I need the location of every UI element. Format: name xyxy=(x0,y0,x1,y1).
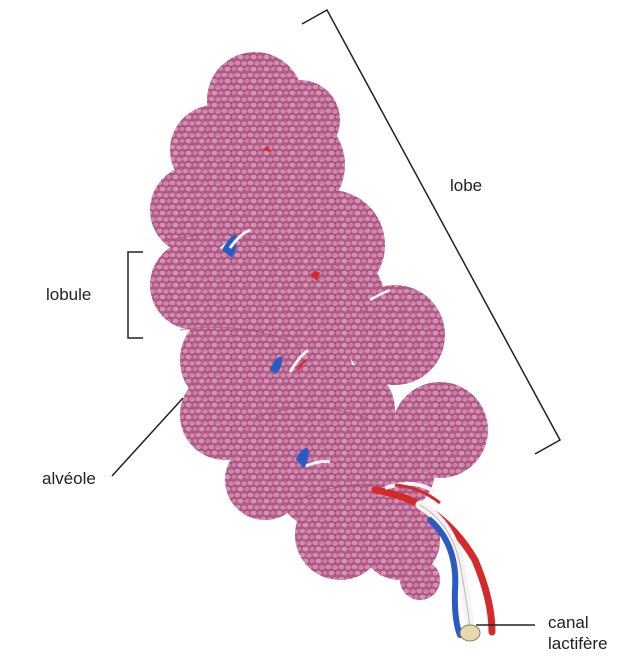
lactifere-label: lactifère xyxy=(548,634,608,654)
lobule-bracket xyxy=(128,252,143,338)
lobe-label: lobe xyxy=(450,176,482,196)
alveole-label: alvéole xyxy=(42,469,96,489)
alveole-leader-line xyxy=(112,398,183,476)
canal-label: canal xyxy=(548,613,589,633)
lactiferous-duct-opening xyxy=(460,625,480,641)
lobule-label: lobule xyxy=(46,285,91,305)
